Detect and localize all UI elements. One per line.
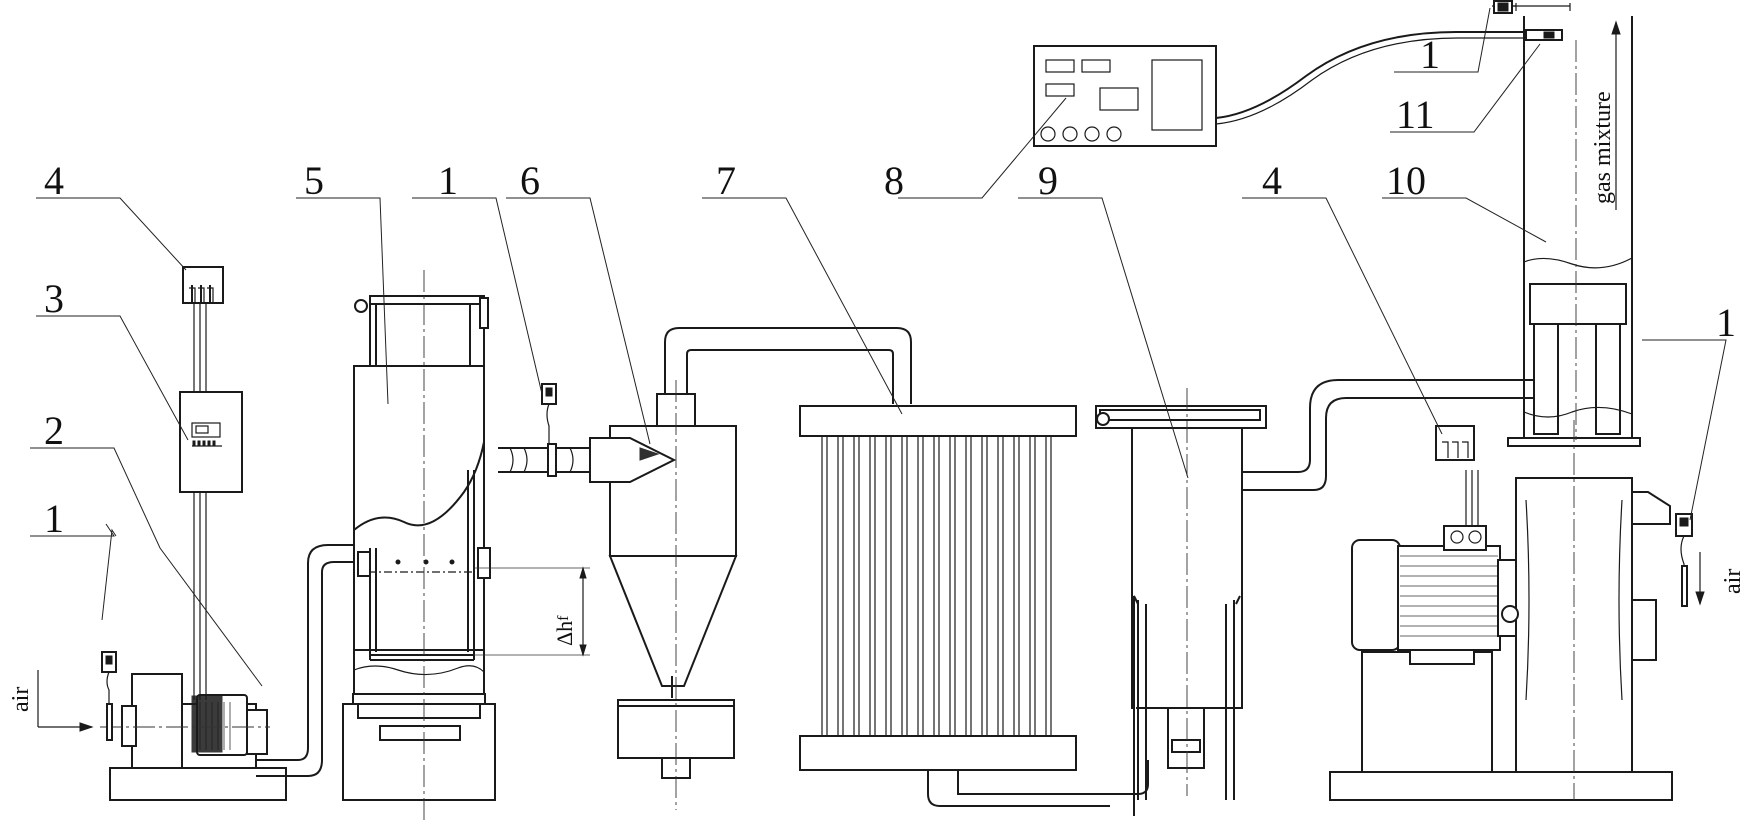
bed-height-dimension: Δhf <box>474 566 590 657</box>
air-inlet-label: air <box>8 687 34 712</box>
cyclone-separator <box>589 380 738 810</box>
callout-2: 2 <box>44 408 64 453</box>
callout-10: 10 <box>1386 158 1426 203</box>
callout-11: 11 <box>1396 92 1435 137</box>
blower-unit <box>100 673 287 801</box>
callout-5: 5 <box>304 158 324 203</box>
sensor-1-outlet <box>1675 513 1705 607</box>
callout-3: 3 <box>44 276 64 321</box>
fluidized-bed-reactor <box>342 270 496 820</box>
air-inlet-arrow <box>37 670 94 732</box>
sensor-1-inlet <box>101 651 117 741</box>
delta-h-label: Δhf <box>552 615 577 646</box>
exhaust-stack <box>1523 16 1633 440</box>
callout-4-right: 4 <box>1262 158 1282 203</box>
fan-motor-unit <box>1329 420 1673 801</box>
gas-analyzer <box>1033 31 1526 147</box>
callout-7: 7 <box>716 158 736 203</box>
callout-4-left: 4 <box>44 158 64 203</box>
frequency-controller <box>179 303 243 700</box>
tube-heat-exchanger <box>799 405 1077 771</box>
callout-8: 8 <box>884 158 904 203</box>
pipe-blower-to-reactor <box>256 544 356 777</box>
gas-mixture-label: gas mixture <box>1590 91 1616 204</box>
terminal-box-right <box>1435 425 1475 461</box>
callout-9: 9 <box>1038 158 1058 203</box>
pipe-filter-to-fan <box>1242 379 1548 491</box>
pipe-cyclone-to-exchanger <box>664 327 912 404</box>
air-outlet-label: air <box>1720 569 1746 594</box>
pipe-reactor-to-cyclone <box>498 383 590 477</box>
callout-1-stack: 1 <box>1420 32 1440 77</box>
callout-6: 6 <box>520 158 540 203</box>
stack-probes <box>1492 0 1571 41</box>
callout-1-outlet: 1 <box>1716 300 1736 345</box>
callout-1-inlet: 1 <box>44 496 64 541</box>
callout-1-reactor: 1 <box>438 158 458 203</box>
leader-lines <box>30 7 1727 687</box>
terminal-box-left <box>182 266 224 304</box>
gas-mixture-arrow <box>1611 20 1621 210</box>
bag-filter <box>1095 388 1267 816</box>
